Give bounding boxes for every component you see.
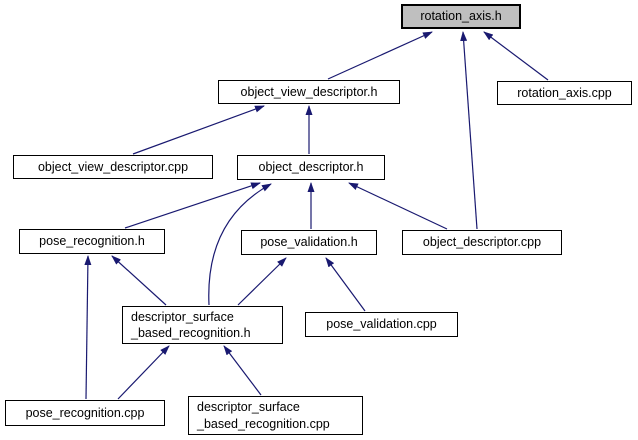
node-descriptor-surface-based-recognition-h[interactable]: descriptor_surface _based_recognition.h bbox=[122, 306, 283, 344]
node-pose-validation-cpp[interactable]: pose_validation.cpp bbox=[305, 312, 458, 337]
include-edge-pose-recognition-cpp-to-pose-recognition-h bbox=[84, 255, 92, 400]
node-pose-recognition-cpp[interactable]: pose_recognition.cpp bbox=[5, 400, 165, 426]
node-pose-validation-h[interactable]: pose_validation.h bbox=[241, 230, 377, 255]
include-edge-descriptor-surface-based-recognition-cpp-to-descriptor-surface-based-recognition-h bbox=[223, 345, 262, 396]
include-edge-object-view-descriptor-h-to-rotation-axis-h bbox=[327, 31, 433, 80]
node-object-view-descriptor-h[interactable]: object_view_descriptor.h bbox=[218, 80, 400, 104]
node-label: descriptor_surface _based_recognition.h bbox=[131, 309, 251, 340]
include-edge-object-descriptor-cpp-to-object-descriptor-h bbox=[348, 182, 448, 230]
node-label: pose_recognition.h bbox=[39, 234, 145, 249]
include-edge-pose-recognition-h-to-object-descriptor-h bbox=[124, 182, 261, 229]
node-label: object_view_descriptor.cpp bbox=[37, 159, 189, 174]
node-label: object_view_descriptor.h bbox=[240, 84, 378, 99]
include-edge-descriptor-surface-based-recognition-h-to-object-descriptor-h bbox=[208, 183, 272, 306]
include-edge-object-view-descriptor-cpp-to-object-view-descriptor-h bbox=[132, 105, 265, 155]
node-label: object_descriptor.h bbox=[258, 160, 364, 175]
node-object-descriptor-h[interactable]: object_descriptor.h bbox=[237, 155, 385, 180]
node-descriptor-surface-based-recognition-cpp[interactable]: descriptor_surface _based_recognition.cp… bbox=[188, 396, 363, 435]
node-label: pose_validation.cpp bbox=[326, 317, 437, 332]
node-object-descriptor-cpp[interactable]: object_descriptor.cpp bbox=[402, 230, 562, 255]
include-edge-rotation-axis-cpp-to-rotation-axis-h bbox=[483, 31, 549, 81]
node-pose-recognition-h[interactable]: pose_recognition.h bbox=[19, 229, 165, 254]
include-edge-pose-recognition-cpp-to-descriptor-surface-based-recognition-h bbox=[117, 345, 170, 400]
node-object-view-descriptor-cpp[interactable]: object_view_descriptor.cpp bbox=[13, 155, 213, 179]
node-label: descriptor_surface _based_recognition.cp… bbox=[197, 400, 330, 431]
include-edge-descriptor-surface-based-recognition-h-to-pose-validation-h bbox=[237, 257, 287, 306]
include-edge-object-descriptor-cpp-to-rotation-axis-h bbox=[460, 31, 478, 230]
node-label: rotation_axis.cpp bbox=[517, 85, 612, 100]
node-label: pose_validation.h bbox=[260, 235, 358, 250]
node-label: rotation_axis.h bbox=[420, 9, 502, 24]
include-edge-pose-validation-cpp-to-pose-validation-h bbox=[325, 257, 366, 312]
node-rotation-axis-h[interactable]: rotation_axis.h bbox=[401, 4, 521, 29]
node-rotation-axis-cpp[interactable]: rotation_axis.cpp bbox=[497, 81, 632, 105]
node-label: pose_recognition.cpp bbox=[25, 405, 145, 420]
node-label: object_descriptor.cpp bbox=[422, 235, 542, 250]
include-edge-descriptor-surface-based-recognition-h-to-pose-recognition-h bbox=[111, 255, 167, 306]
